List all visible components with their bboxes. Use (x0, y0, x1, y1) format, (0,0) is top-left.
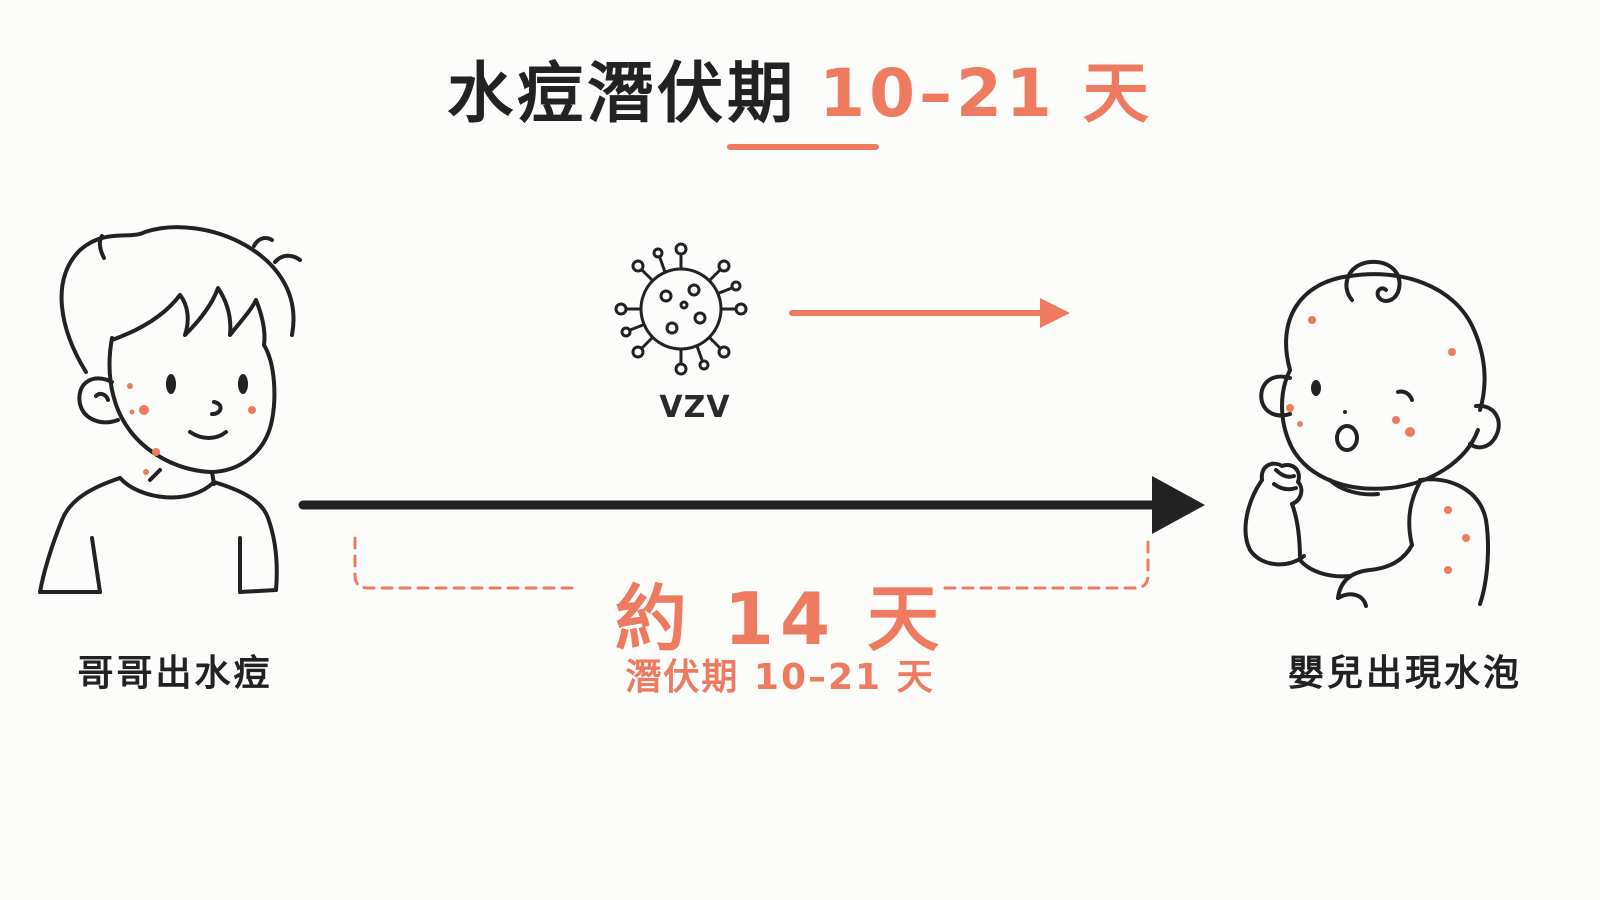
baby-illustration (1243, 259, 1501, 608)
boy-spots (127, 383, 256, 475)
title-main: 水痘潛伏期 (447, 55, 798, 132)
title-underline (727, 144, 879, 150)
duration-bracket (353, 536, 1150, 590)
duration-sub: 潛伏期 10–21 天 (625, 657, 935, 698)
boy-illustration (38, 225, 302, 594)
duration-main: 約 14 天 (614, 577, 946, 661)
virus-label: VZV (659, 390, 731, 425)
baby-blisters (1286, 316, 1470, 574)
virus-icon (614, 242, 748, 376)
timeline-arrow (298, 476, 1205, 534)
transmission-arrow (789, 298, 1070, 328)
source-label: 哥哥出水痘 (77, 653, 273, 694)
title-accent: 10–21 天 (819, 55, 1153, 132)
page-title: 水痘潛伏期 10–21 天 (0, 40, 1600, 136)
target-label: 嬰兒出現水泡 (1287, 653, 1522, 694)
